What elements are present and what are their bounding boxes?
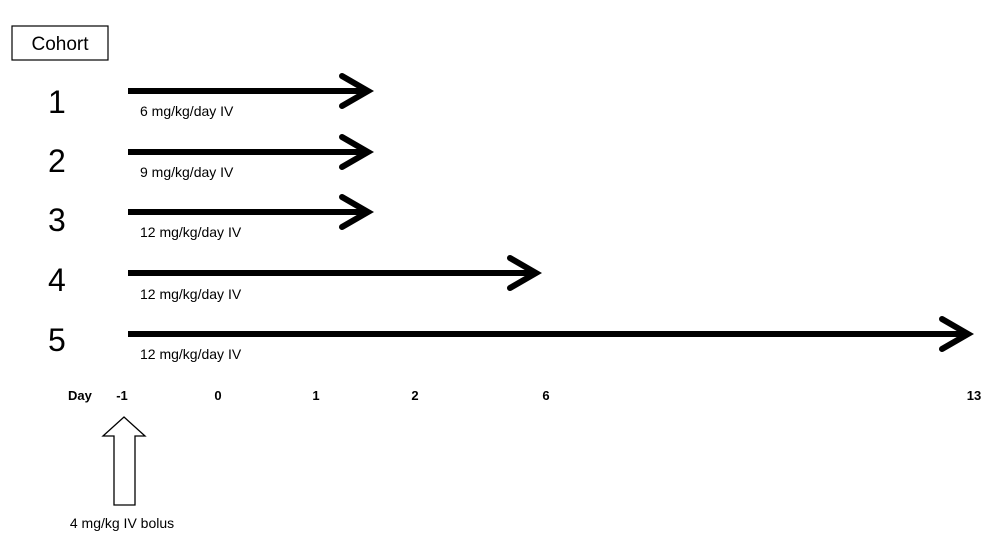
day-axis-label: Day (68, 388, 93, 403)
day-tick-1: 1 (312, 388, 319, 403)
cohort-dose-label-5: 12 mg/kg/day IV (140, 346, 242, 362)
cohort-arrow-4-head (507, 255, 543, 291)
cohort-arrow-4 (128, 255, 543, 291)
cohort-dose-label-4: 12 mg/kg/day IV (140, 286, 242, 302)
day-tick-minus-1: -1 (116, 388, 128, 403)
day-axis: Day -1 0 1 2 6 13 (68, 388, 981, 403)
cohort-number-2: 2 (48, 143, 66, 179)
day-tick-0: 0 (214, 388, 221, 403)
cohort-number-3: 3 (48, 202, 66, 238)
cohort-dose-label-1: 6 mg/kg/day IV (140, 103, 234, 119)
bolus-marker: 4 mg/kg IV bolus (70, 416, 174, 531)
cohort-arrow-5 (128, 316, 975, 352)
cohort-arrow-1 (128, 73, 375, 109)
cohort-number-1: 1 (48, 84, 66, 120)
cohort-arrow-5-head (939, 316, 975, 352)
cohort-header-label: Cohort (31, 34, 89, 55)
cohort-number-4: 4 (48, 262, 66, 298)
cohort-dose-label-2: 9 mg/kg/day IV (140, 164, 234, 180)
day-tick-13: 13 (967, 388, 981, 403)
cohort-header-box (11, 25, 109, 61)
cohort-arrow-2 (128, 134, 375, 170)
day-tick-2: 2 (411, 388, 418, 403)
cohort-arrow-2-head (339, 134, 375, 170)
cohort-arrow-3-head (339, 194, 375, 230)
cohort-header: Cohort (11, 25, 109, 61)
cohort-dose-label-3: 12 mg/kg/day IV (140, 224, 242, 240)
day-tick-6: 6 (542, 388, 549, 403)
cohort-arrow-1-head (339, 73, 375, 109)
cohort-arrow-3 (128, 194, 375, 230)
bolus-label: 4 mg/kg IV bolus (70, 515, 174, 531)
cohort-number-5: 5 (48, 322, 66, 358)
bolus-up-arrow-icon (101, 416, 147, 506)
